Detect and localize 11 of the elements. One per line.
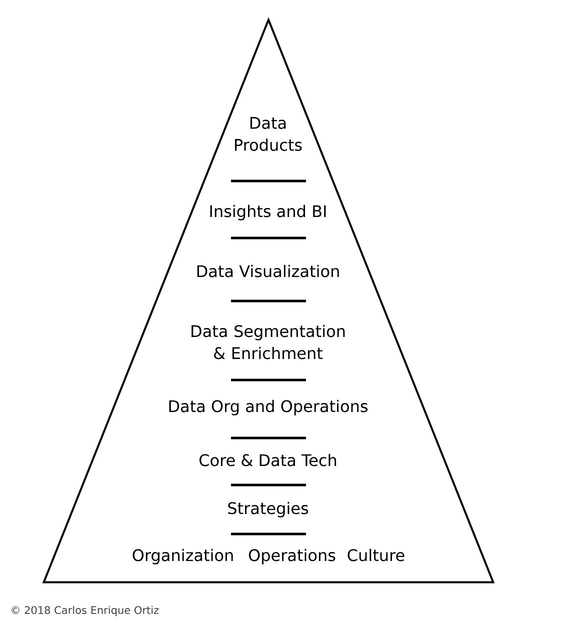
copyright-note: © 2018 Carlos Enrique Ortiz xyxy=(12,606,159,616)
layer-label: Core & Data Tech xyxy=(200,454,336,466)
layer-label: Strategies xyxy=(228,502,308,518)
layer-label: Operations xyxy=(248,548,336,564)
layer-label: Data Products xyxy=(235,117,302,151)
layer-label: Insights and BI xyxy=(210,204,326,220)
layer-label: Organization xyxy=(132,548,233,564)
layer-label: Data Segmentation & Enrichment xyxy=(192,324,345,360)
layer-label: Data Visualization xyxy=(197,264,339,278)
layer-label: Culture xyxy=(348,548,404,562)
layer-label: Data Org and Operations xyxy=(169,400,368,416)
